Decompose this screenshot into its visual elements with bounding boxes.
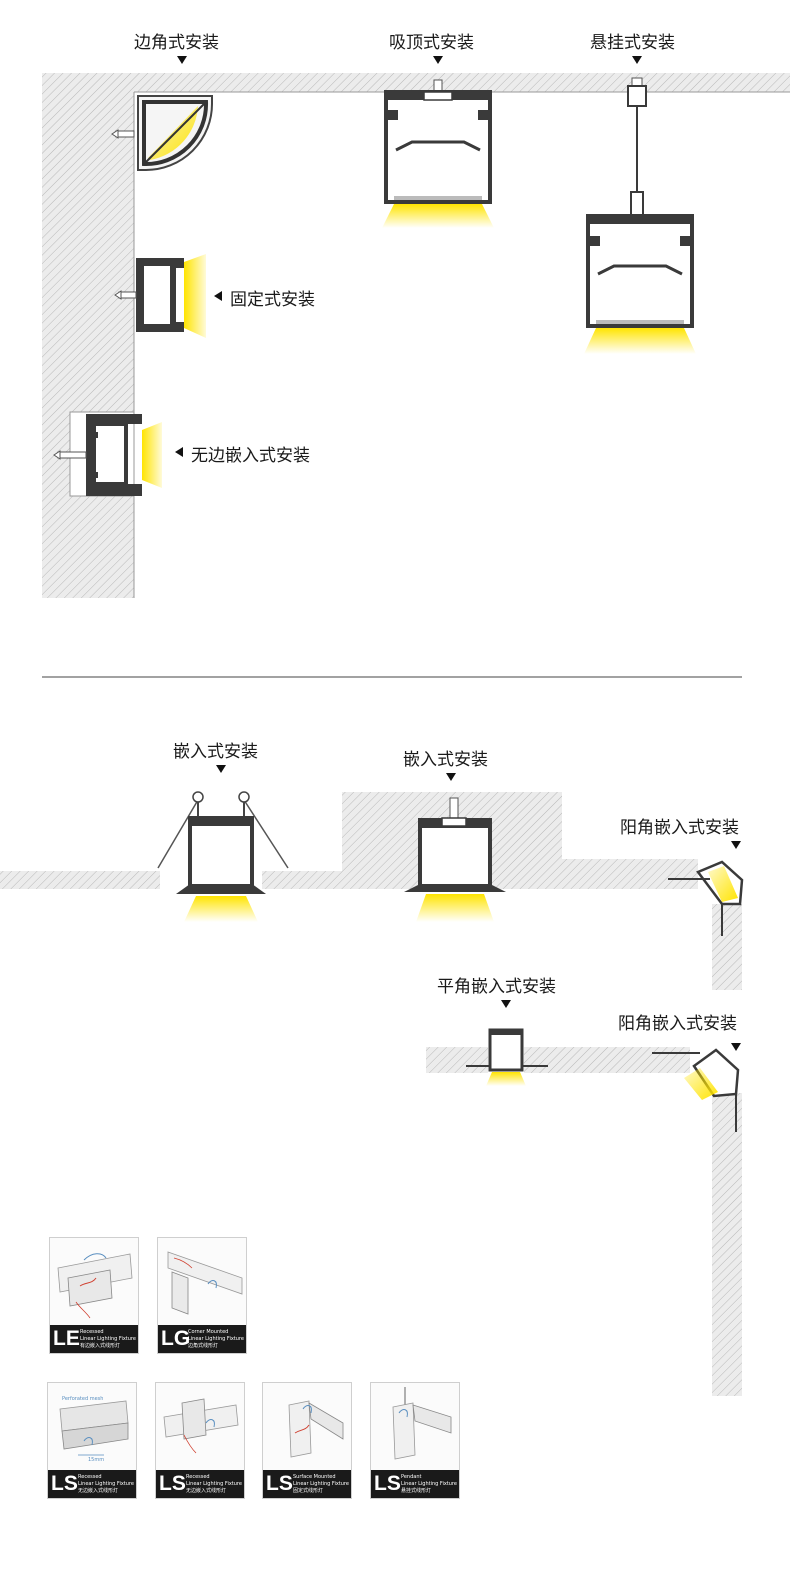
product-code: LS: [159, 1472, 186, 1495]
arrow-down-icon: [632, 56, 642, 64]
arrow-down-icon: [446, 773, 456, 781]
pendant-mount-fixture: [584, 77, 696, 354]
product-desc: Linear Lighting Fixture: [401, 1481, 457, 1487]
arrow-down-icon: [501, 1000, 511, 1008]
product-code: LS: [374, 1472, 401, 1495]
card-caption-bar: [156, 1470, 244, 1498]
label-recessed-2: 嵌入式安装: [403, 750, 488, 770]
recessed-fixture-1: [157, 791, 289, 922]
label-pendant-mount: 悬挂式安装: [590, 33, 675, 53]
product-card-ls-4[interactable]: LS Pendant Linear Lighting Fixture 悬挂式线形…: [370, 1382, 460, 1499]
label-outer-corner-2: 阳角嵌入式安装: [618, 1014, 737, 1034]
flat-corner-fixture: [466, 1028, 548, 1086]
product-desc: Linear Lighting Fixture: [293, 1481, 349, 1487]
recessed-fixture-2: [404, 797, 506, 922]
product-thumbnail: [263, 1383, 351, 1471]
arrow-left-icon: [214, 291, 222, 301]
annotation-dim: 15mm: [88, 1457, 105, 1463]
flat-corner-ceiling: [426, 1040, 742, 1396]
product-card-ls-1[interactable]: Perforated mesh 15mm LS Recessed Linear …: [47, 1382, 137, 1499]
product-desc: Linear Lighting Fixture: [188, 1336, 244, 1342]
ceiling-mount-fixture: [382, 79, 494, 228]
label-ceiling-mount: 吸顶式安装: [389, 33, 474, 53]
product-type: Surface Mounted: [293, 1474, 336, 1480]
card-caption-bar: [48, 1470, 136, 1498]
arrow-down-icon: [433, 56, 443, 64]
arrow-down-icon: [216, 765, 226, 773]
product-type: Recessed: [78, 1474, 102, 1480]
product-card-lg[interactable]: LG Corner Mounted Linear Lighting Fixtur…: [157, 1237, 247, 1354]
product-name-cn: 固定式线形灯: [293, 1488, 324, 1494]
product-thumbnail: [48, 1383, 136, 1471]
label-recessed-1: 嵌入式安装: [173, 742, 258, 762]
arrow-down-icon: [731, 841, 741, 849]
label-outer-corner-1: 阳角嵌入式安装: [620, 818, 739, 838]
card-caption-bar: [263, 1470, 351, 1498]
product-desc: Linear Lighting Fixture: [78, 1481, 134, 1487]
arrow-down-icon: [177, 56, 187, 64]
card-caption-bar: [50, 1325, 138, 1353]
product-code: LG: [161, 1327, 191, 1350]
label-frameless-recessed: 无边嵌入式安装: [191, 446, 310, 466]
product-code: LS: [51, 1472, 78, 1495]
label-corner-mount: 边角式安装: [134, 33, 219, 53]
frameless-recessed-fixture: [53, 411, 162, 497]
outer-corner-fixture-2: [652, 1048, 740, 1132]
product-name-cn: 无边嵌入式线形灯: [78, 1488, 119, 1494]
product-thumbnail: [158, 1238, 246, 1326]
fixed-mount-fixture: [114, 254, 206, 338]
label-fixed-mount: 固定式安装: [230, 290, 315, 310]
product-card-ls-2[interactable]: LS Recessed Linear Lighting Fixture 无边嵌入…: [155, 1382, 245, 1499]
product-type: Corner Mounted: [188, 1329, 229, 1335]
label-flat-corner: 平角嵌入式安装: [437, 977, 556, 997]
product-name-cn: 边角式线形灯: [188, 1343, 219, 1349]
card-caption-bar: [158, 1325, 246, 1353]
product-thumbnail: [156, 1383, 244, 1471]
product-thumbnail: [50, 1238, 138, 1326]
product-type: Recessed: [186, 1474, 210, 1480]
product-code: LE: [53, 1327, 80, 1350]
product-type: Pendant: [401, 1474, 422, 1480]
product-type: Recessed: [80, 1329, 104, 1335]
annotation-note: Perforated mesh: [62, 1396, 104, 1402]
card-caption-bar: [371, 1470, 459, 1498]
product-desc: Linear Lighting Fixture: [186, 1481, 242, 1487]
outer-corner-fixture-1: [668, 860, 744, 936]
arrow-down-icon: [731, 1043, 741, 1051]
product-code: LS: [266, 1472, 293, 1495]
product-desc: Linear Lighting Fixture: [80, 1336, 136, 1342]
corner-mount-fixture: [111, 95, 213, 171]
product-name-cn: 有边嵌入式线形灯: [80, 1343, 121, 1349]
product-card-le[interactable]: LE Recessed Linear Lighting Fixture 有边嵌入…: [49, 1237, 139, 1354]
product-name-cn: 无边嵌入式线形灯: [186, 1488, 227, 1494]
product-name-cn: 悬挂式线形灯: [401, 1488, 432, 1494]
arrow-left-icon: [175, 447, 183, 457]
product-thumbnail: [371, 1383, 459, 1471]
product-card-ls-3[interactable]: LS Surface Mounted Linear Lighting Fixtu…: [262, 1382, 352, 1499]
